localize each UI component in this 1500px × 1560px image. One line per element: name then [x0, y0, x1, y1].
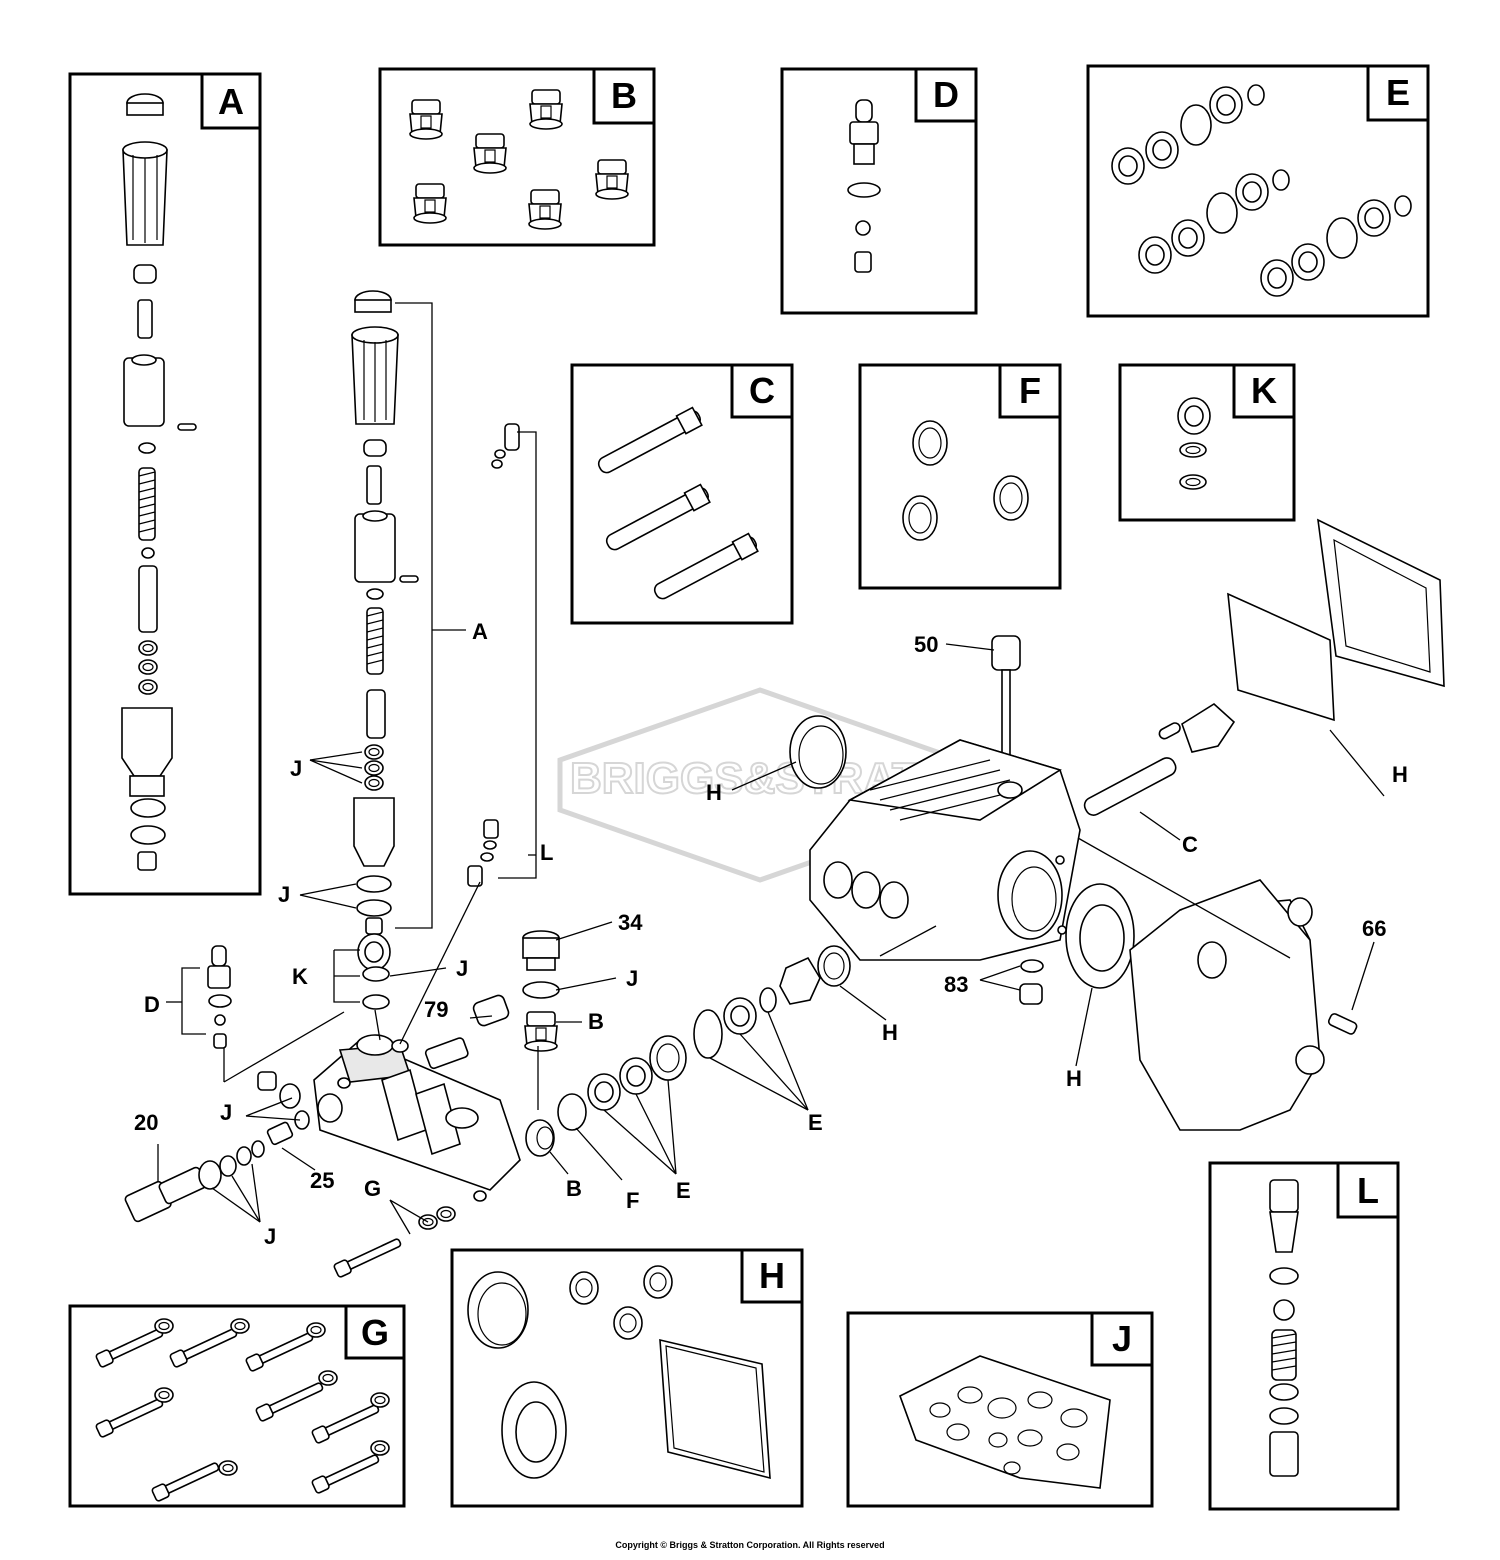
callout-j: J: [278, 882, 290, 907]
panel-c-label: C: [749, 370, 775, 411]
callout-e: E: [808, 1110, 823, 1135]
callout-83: 83: [944, 972, 968, 997]
panel-h-label: H: [759, 1255, 785, 1296]
panel-f-gasket-kit: F: [858, 363, 1062, 590]
callout-20: 20: [134, 1110, 158, 1135]
panel-d-label: D: [933, 74, 959, 115]
callout-b: B: [566, 1176, 582, 1201]
panel-e-label: E: [1386, 72, 1410, 113]
panel-c-piston-rod-kit: C: [570, 363, 794, 625]
callout-25: 25: [310, 1168, 334, 1193]
panel-h-oil-seal-kit: H: [450, 1248, 804, 1508]
callout-g: G: [364, 1176, 381, 1201]
callout-e: E: [676, 1178, 691, 1203]
callout-h: H: [1392, 762, 1408, 787]
panel-d-thermal-relief-kit: D: [780, 67, 978, 315]
leader-lines: [157, 302, 1385, 1235]
callout-j: J: [626, 966, 638, 991]
callout-j: J: [290, 756, 302, 781]
panel-a-label: A: [218, 81, 244, 122]
panel-l-label: L: [1357, 1170, 1379, 1211]
callout-f: F: [626, 1188, 639, 1213]
panel-j-label: J: [1112, 1318, 1132, 1359]
callout-66: 66: [1362, 916, 1386, 941]
panel-l-chemical-injection-kit: L: [1208, 1161, 1400, 1511]
callout-l: L: [540, 840, 553, 865]
callout-a: A: [472, 619, 488, 644]
main-assembly: [124, 290, 1445, 1279]
panel-b-label: B: [611, 75, 637, 116]
callout-d: D: [144, 992, 160, 1017]
panel-j-oring-kit: J: [846, 1311, 1154, 1508]
copyright-notice: Copyright © Briggs & Stratton Corporatio…: [615, 1540, 885, 1550]
callout-h: H: [706, 780, 722, 805]
callout-j: J: [456, 956, 468, 981]
callout-h: H: [1066, 1066, 1082, 1091]
panel-g-label: G: [361, 1312, 389, 1353]
callout-50: 50: [914, 632, 938, 657]
panel-a-unloader-kit: A: [68, 72, 262, 896]
panel-k-kit: K: [1118, 363, 1296, 522]
panel-e-piston-seal-kit: E: [1086, 64, 1430, 318]
callout-labels: A J J L K J 34 J D 79 B J 20 25 J G B F …: [134, 619, 1408, 1249]
panel-g-bolt-kit: G: [68, 1304, 406, 1508]
callout-79: 79: [424, 997, 448, 1022]
callout-j: J: [220, 1100, 232, 1125]
callout-j: J: [264, 1224, 276, 1249]
panel-k-label: K: [1251, 370, 1277, 411]
callout-c: C: [1182, 832, 1198, 857]
callout-h: H: [882, 1020, 898, 1045]
callout-34: 34: [618, 910, 643, 935]
panel-b-check-valve-kit: B: [378, 67, 656, 247]
panel-f-label: F: [1019, 370, 1041, 411]
callout-k: K: [292, 964, 308, 989]
callout-b: B: [588, 1009, 604, 1034]
